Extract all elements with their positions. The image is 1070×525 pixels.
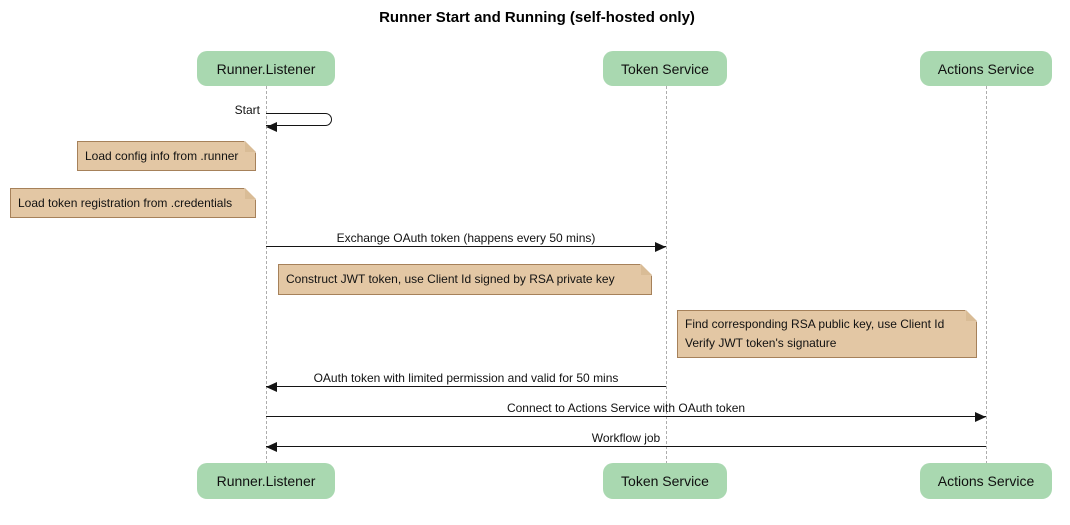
note-fold-icon (966, 310, 977, 321)
note-text: Load config info from .runner (85, 148, 239, 163)
message-line-exchange-oauth (266, 246, 666, 247)
message-label-workflow-job: Workflow job (591, 431, 661, 445)
self-message-loop (266, 113, 332, 126)
participant-label: Actions Service (937, 60, 1035, 77)
diagram-title: Runner Start and Running (self-hosted on… (379, 9, 695, 26)
note-fold-icon (245, 188, 256, 199)
message-line-connect-actions (266, 416, 986, 417)
note-load-token-registration: Load token registration from .credential… (10, 188, 256, 218)
lifeline-actions-service (986, 86, 987, 464)
participant-label: Actions Service (937, 473, 1035, 489)
note-text: Construct JWT token, use Client Id signe… (286, 272, 615, 286)
participant-label: Token Service (621, 473, 709, 489)
participant-box-actions-service-bottom: Actions Service (920, 463, 1052, 499)
arrowhead-left-icon (266, 382, 277, 392)
message-label-connect-actions: Connect to Actions Service with OAuth to… (506, 401, 746, 415)
participant-label: Runner.Listener (216, 473, 316, 489)
note-text: Find corresponding RSA public key, use C… (685, 317, 945, 331)
participant-label: Runner.Listener (216, 60, 316, 77)
message-label-exchange-oauth: Exchange OAuth token (happens every 50 m… (336, 231, 596, 245)
message-line-oauth-token-back (266, 386, 666, 387)
arrowhead-right-icon (975, 412, 986, 422)
participant-label: Token Service (621, 60, 709, 77)
participant-box-runner-listener-top: Runner.Listener (197, 51, 335, 86)
message-label-oauth-token-back: OAuth token with limited permission and … (313, 371, 619, 385)
participant-box-token-service-bottom: Token Service (603, 463, 727, 499)
note-text: Verify JWT token's signature (685, 336, 837, 350)
note-fold-icon (245, 141, 256, 152)
note-fold-icon (641, 264, 652, 275)
arrowhead-left-icon (266, 122, 277, 132)
participant-box-runner-listener-bottom: Runner.Listener (197, 463, 335, 499)
message-line-workflow-job (266, 446, 986, 447)
lifeline-token-service (666, 86, 667, 464)
note-text: Load token registration from .credential… (18, 195, 233, 210)
participant-box-actions-service-top: Actions Service (920, 51, 1052, 86)
note-load-config: Load config info from .runner (77, 141, 256, 171)
message-label-start: Start (234, 103, 260, 117)
participant-box-token-service-top: Token Service (603, 51, 727, 86)
arrowhead-right-icon (655, 242, 666, 252)
lifeline-runner-listener (266, 86, 267, 464)
arrowhead-left-icon (266, 442, 277, 452)
note-construct-jwt: Construct JWT token, use Client Id signe… (278, 264, 652, 295)
note-find-rsa-key: Find corresponding RSA public key, use C… (677, 310, 977, 358)
